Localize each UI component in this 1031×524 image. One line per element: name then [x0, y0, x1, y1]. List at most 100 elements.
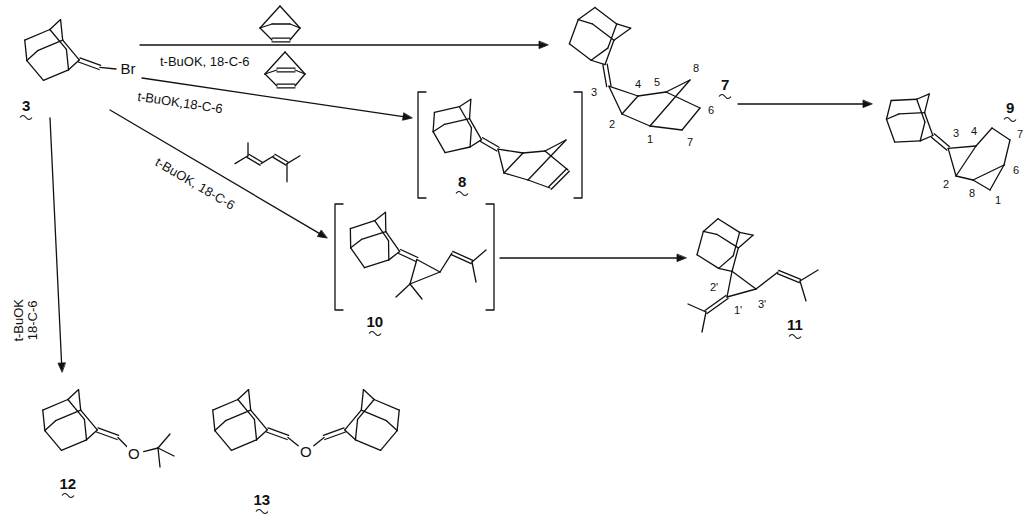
adamantane-bond [445, 119, 470, 125]
adamantane-bond [365, 260, 389, 268]
adamantane-bond [703, 231, 716, 234]
bond [992, 128, 1010, 140]
adamantane-bond [61, 20, 63, 41]
adamantane-bond [388, 241, 390, 260]
bond [260, 6, 280, 28]
adamantane-bond [697, 231, 703, 254]
double-bond [777, 274, 799, 283]
bracket [335, 204, 343, 310]
atom-number: 6 [707, 104, 715, 116]
arrowhead [539, 41, 548, 48]
adamantane-bond [231, 440, 256, 451]
double-bond [779, 270, 801, 279]
adamantane-bond [69, 60, 80, 70]
adamantane-bond [38, 40, 63, 51]
atom-number: 4 [634, 78, 642, 90]
adamantane-bond [386, 421, 397, 431]
adamantane-bond [719, 256, 734, 269]
adamantane-bond [733, 232, 739, 255]
atom-number: 1' [733, 304, 743, 316]
compound-number: 8 [457, 174, 467, 191]
adamantane-bond [886, 119, 894, 142]
atom-number: 2 [942, 178, 950, 190]
compound-tilde [719, 95, 731, 99]
reaction-arrow [110, 110, 319, 233]
bond [472, 250, 486, 262]
adamantane-bond [920, 135, 933, 140]
adamantane-bond [385, 212, 387, 231]
bracket [486, 204, 494, 310]
compound-number: 11 [786, 317, 804, 334]
bond [504, 173, 528, 180]
adamantane-bond [697, 255, 719, 269]
adamantane-bond [375, 221, 389, 241]
bond [732, 271, 756, 289]
adamantane-bond [226, 410, 251, 421]
bond [272, 23, 290, 24]
adamantane-bond [718, 219, 740, 233]
adamantane-bond [350, 221, 374, 229]
adamantane-bond [50, 20, 61, 30]
adamantane-bond [215, 421, 226, 431]
bond [956, 176, 973, 180]
arrowhead [863, 100, 872, 107]
adamantane-bond [254, 419, 256, 440]
adamantane-bond [595, 7, 617, 23]
double-bond [277, 87, 295, 88]
adamantane-bond [925, 94, 930, 113]
bond [290, 28, 300, 40]
adamantane-bond [578, 20, 592, 24]
atom-symbol: O [127, 446, 141, 463]
bond [528, 180, 550, 188]
compound-tilde [20, 116, 32, 120]
double-bond [551, 171, 569, 189]
adamantane-bond [215, 431, 232, 451]
reagent-label: t-BuOK,18-C-6 [135, 90, 224, 117]
bracket [574, 92, 582, 198]
adamantane-bond [614, 28, 631, 40]
adamantane-bond [397, 410, 399, 431]
bond [498, 149, 504, 173]
adamantane-bond [381, 431, 398, 451]
adamantane-bond [591, 60, 605, 64]
adamantane-bond [434, 107, 459, 113]
atom-number: 8 [968, 187, 976, 199]
adamantane-bond [355, 419, 357, 440]
adamantane-bond [433, 124, 444, 131]
arrowhead [58, 363, 65, 372]
adamantane-bond [886, 114, 899, 119]
bond [545, 151, 568, 170]
adamantane-bond [717, 234, 739, 248]
bond [285, 52, 305, 74]
adamantane-bond [45, 431, 62, 451]
adamantane-bond [350, 229, 352, 248]
atom-symbol: Br [120, 61, 137, 78]
reaction-arrow [500, 257, 677, 258]
adamantane-bond [592, 24, 614, 40]
double-bond [277, 68, 295, 69]
adamantane-bond [63, 40, 80, 60]
adamantane-bond [569, 44, 591, 60]
bond [158, 448, 160, 467]
bond [396, 284, 410, 297]
adamantane-bond [578, 7, 595, 19]
bond [314, 437, 324, 445]
compound-tilde [256, 510, 268, 514]
bond [666, 80, 690, 92]
bond [800, 270, 818, 281]
arrowhead [317, 230, 327, 238]
reagent-label: t-BuOK, 18-C-6 [152, 154, 238, 213]
bond [800, 281, 806, 301]
atom-number: 1 [994, 194, 1002, 206]
bond [682, 108, 700, 130]
adamantane-bond [445, 147, 470, 153]
adamantane-bond [25, 29, 50, 40]
adamantane-bond [351, 239, 362, 247]
adamantane-bond [470, 140, 481, 147]
bracket [418, 92, 426, 198]
adamantane-bond [43, 410, 45, 431]
compound-tilde [369, 332, 381, 336]
adamantane-bond [43, 399, 68, 410]
adamantane-bond [27, 61, 44, 81]
